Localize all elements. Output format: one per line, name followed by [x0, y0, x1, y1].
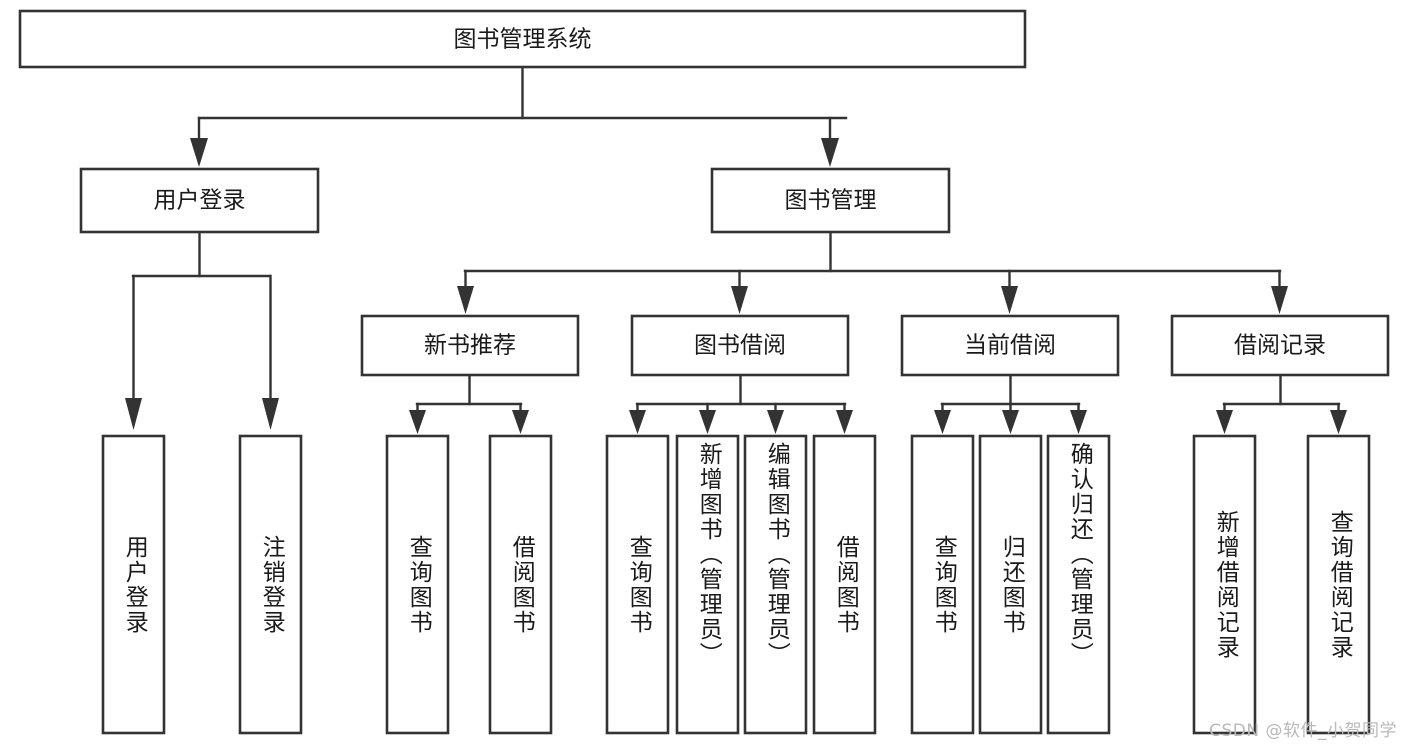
leaf-query-record-rect[interactable]	[1306, 434, 1371, 735]
arrow-currentborrow-leaf-1	[934, 410, 951, 434]
arrow-borrowrecord-leaf-2	[1330, 410, 1347, 434]
node-current-borrow-rect[interactable]	[900, 314, 1120, 377]
arrow-bookborrow-leaf-2	[699, 410, 716, 434]
node-user-login-rect[interactable]	[79, 167, 320, 234]
leaf-confirm-return-rect[interactable]	[1046, 434, 1111, 735]
leaf-query-book-2-rect[interactable]	[605, 434, 670, 735]
arrow-bookmanage-child-4	[1271, 286, 1288, 314]
node-new-book-recommend-rect[interactable]	[360, 314, 580, 377]
leaf-user-logout-rect[interactable]	[238, 434, 303, 735]
arrow-bookmanage-child-3	[1001, 286, 1018, 314]
leaf-borrow-book-2-rect[interactable]	[812, 434, 877, 735]
node-current-borrow-label: 当前借阅	[964, 333, 1056, 359]
leaf-user-login-rect[interactable]	[101, 434, 166, 735]
arrow-root-to-bookmanage	[821, 138, 839, 167]
arrow-bookmanage-child-2	[731, 286, 748, 314]
arrow-root-to-userlogin	[190, 138, 208, 167]
node-user-login[interactable]: 用户登录	[79, 167, 320, 234]
leaf-return-book-rect[interactable]	[978, 434, 1043, 735]
node-book-borrow-rect[interactable]	[630, 314, 850, 377]
arrow-bookborrow-leaf-3	[767, 410, 784, 434]
leaf-add-record-rect[interactable]	[1192, 434, 1257, 735]
node-borrow-record-label: 借阅记录	[1234, 333, 1326, 359]
arrow-bookborrow-leaf-4	[836, 410, 853, 434]
leaf-edit-book-rect[interactable]	[743, 434, 808, 735]
leaf-add-book-rect[interactable]	[675, 434, 740, 735]
connector-group-bookmanage	[457, 230, 1288, 314]
arrow-bookmanage-child-1	[457, 286, 474, 314]
leaf-boxes	[101, 434, 1371, 735]
connector-group-root	[190, 65, 848, 167]
node-borrow-record-rect[interactable]	[1170, 314, 1390, 377]
node-book-manage-rect[interactable]	[710, 167, 951, 234]
arrow-userlogin-leaf-2	[262, 398, 279, 430]
node-book-manage[interactable]: 图书管理	[710, 167, 951, 234]
node-root-label: 图书管理系统	[454, 27, 592, 53]
arrow-currentborrow-leaf-3	[1070, 410, 1087, 434]
arrow-currentborrow-leaf-2	[1002, 410, 1019, 434]
node-new-book-recommend-label: 新书推荐	[424, 333, 516, 359]
connector-group-borrowrecord	[1216, 373, 1347, 434]
leaf-query-book-3-rect[interactable]	[910, 434, 975, 735]
node-root[interactable]: 图书管理系统	[18, 9, 1027, 69]
node-book-borrow-label: 图书借阅	[694, 333, 786, 359]
leaf-query-book-1-rect[interactable]	[385, 434, 450, 735]
node-new-book-recommend[interactable]: 新书推荐	[360, 314, 580, 377]
connector-group-userlogin	[125, 230, 279, 430]
connector-group-newbook	[409, 373, 529, 434]
csdn-watermark: CSDN @软件_小贺同学	[1209, 721, 1397, 741]
arrow-newbook-leaf-1	[409, 410, 426, 434]
leaf-borrow-book-1-rect[interactable]	[488, 434, 553, 735]
connector-group-currentborrow	[934, 373, 1087, 434]
arrow-newbook-leaf-2	[512, 410, 529, 434]
node-user-login-label: 用户登录	[154, 188, 246, 214]
arrow-bookborrow-leaf-1	[629, 410, 646, 434]
node-book-manage-label: 图书管理	[785, 188, 877, 214]
node-root-rect[interactable]	[18, 9, 1027, 69]
arrow-userlogin-leaf-1	[125, 398, 142, 430]
arrow-borrowrecord-leaf-1	[1216, 410, 1233, 434]
node-current-borrow[interactable]: 当前借阅	[900, 314, 1120, 377]
connector-group-bookborrow	[629, 373, 853, 434]
node-borrow-record[interactable]: 借阅记录	[1170, 314, 1390, 377]
node-book-borrow[interactable]: 图书借阅	[630, 314, 850, 377]
